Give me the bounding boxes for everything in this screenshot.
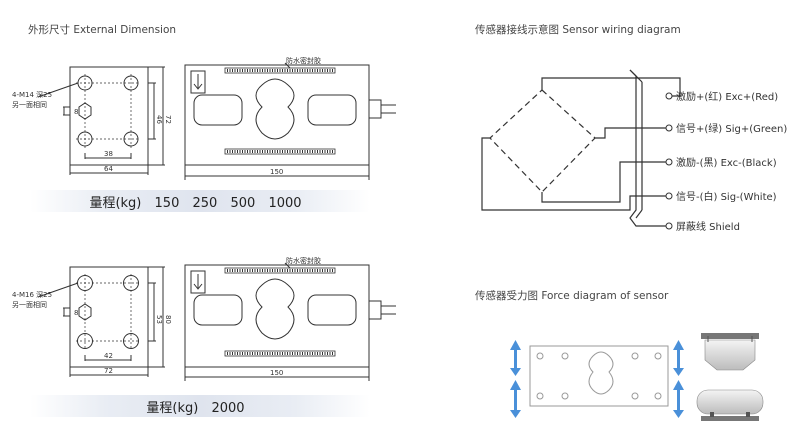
dim-side: 8 — [74, 309, 78, 317]
cable-gland — [368, 300, 382, 320]
center-bore — [255, 78, 295, 140]
arrow-box — [190, 70, 206, 94]
capacity-value: 1000 — [268, 196, 302, 211]
dim-w-outer: 64 — [104, 165, 113, 173]
dim-h-inner: 53 — [155, 315, 163, 324]
arrow-box — [190, 270, 206, 294]
terminal — [665, 192, 673, 200]
seal-strip-bottom — [224, 350, 336, 357]
wire-label: 信号-(白) Sig-(White) — [676, 190, 777, 203]
center-bore — [255, 278, 295, 340]
thread-note-1: 4-M14 深25 — [12, 90, 52, 99]
force-arrow-icon — [510, 340, 521, 376]
front-plate — [69, 66, 149, 166]
side-body — [184, 264, 370, 368]
capacity-label: 量程(kg) — [146, 401, 199, 416]
capacity-value: 250 — [192, 196, 218, 211]
dim-length: 150 — [270, 369, 283, 377]
capacity-label: 量程(kg) — [89, 196, 142, 211]
thread-note-1: 4-M16 深25 — [12, 290, 52, 299]
terminal — [665, 222, 673, 230]
load-cell-bore — [588, 351, 614, 395]
dim-length: 150 — [270, 168, 283, 176]
dim-w-outer: 72 — [104, 367, 113, 375]
terminal — [665, 124, 673, 132]
dimension-drawing-bottom: 4-M16 深25 另一面相同 42 72 53 80 8 150 防水密封胶 — [12, 256, 396, 381]
capacity-band-top: 量程(kg) 150 250 500 1000 — [30, 190, 370, 212]
front-plate — [69, 266, 149, 368]
slot-left — [193, 94, 243, 126]
wire-label: 信号+(绿) Sig+(Green) — [676, 122, 787, 135]
dimension-drawing-top: 4-M14 深25 另一面相同 38 64 46 72 8 150 防水密封胶 — [12, 56, 396, 180]
cable-gland — [368, 99, 382, 119]
external-dimension-title: 外形尺寸 External Dimension — [28, 24, 177, 36]
force-title: 传感器受力图 Force diagram of sensor — [475, 290, 669, 302]
capacity-value: 500 — [230, 196, 256, 211]
wiring-title: 传感器接线示意图 Sensor wiring diagram — [475, 24, 681, 36]
seal-strip-top — [224, 67, 336, 74]
force-arrow-icon — [673, 340, 684, 376]
wire-sig-plus — [595, 127, 666, 139]
slot-right — [307, 94, 357, 126]
thread-note-2: 另一面相同 — [12, 100, 47, 109]
dim-h-outer: 72 — [164, 115, 172, 124]
hex-nut — [78, 102, 92, 120]
terminal — [665, 92, 673, 100]
force-diagram — [510, 333, 764, 421]
hopper-icon — [701, 333, 759, 371]
force-arrow-icon — [510, 380, 521, 418]
capacity-value: 150 — [154, 196, 180, 211]
dim-side: 8 — [74, 108, 78, 116]
seal-label: 防水密封胶 — [286, 56, 321, 65]
wire-sig-minus — [481, 137, 666, 211]
hex-nut — [78, 303, 92, 321]
bolt-hole — [123, 333, 139, 349]
force-arrow-icon — [673, 380, 684, 418]
dim-h-inner: 46 — [155, 115, 163, 124]
bridge-diamond — [489, 89, 596, 193]
slot-right — [307, 294, 357, 326]
slot-left — [193, 294, 243, 326]
wire-label: 屏蔽线 Shield — [676, 220, 740, 233]
wire-exc-minus — [541, 161, 666, 203]
dim-w-inner: 38 — [104, 150, 113, 158]
capacity-band-bottom: 量程(kg) 2000 — [30, 395, 370, 417]
capacity-value: 2000 — [211, 401, 245, 416]
terminal — [665, 158, 673, 166]
wire-label: 激励-(黑) Exc-(Black) — [676, 156, 777, 169]
tank-icon — [696, 389, 764, 421]
wiring-diagram: 激励+(红) Exc+(Red) 信号+(绿) Sig+(Green) 激励-(… — [481, 69, 787, 233]
seal-strip-top — [224, 267, 336, 274]
shield-line — [629, 69, 666, 227]
seal-label: 防水密封胶 — [286, 256, 321, 265]
dim-h-outer: 80 — [164, 315, 172, 324]
dim-w-inner: 42 — [104, 352, 113, 360]
load-cell-body — [529, 345, 669, 407]
thread-note-2: 另一面相同 — [12, 300, 47, 309]
seal-strip-bottom — [224, 148, 336, 155]
wire-label: 激励+(红) Exc+(Red) — [676, 90, 778, 103]
wire-exc-plus — [541, 77, 681, 97]
